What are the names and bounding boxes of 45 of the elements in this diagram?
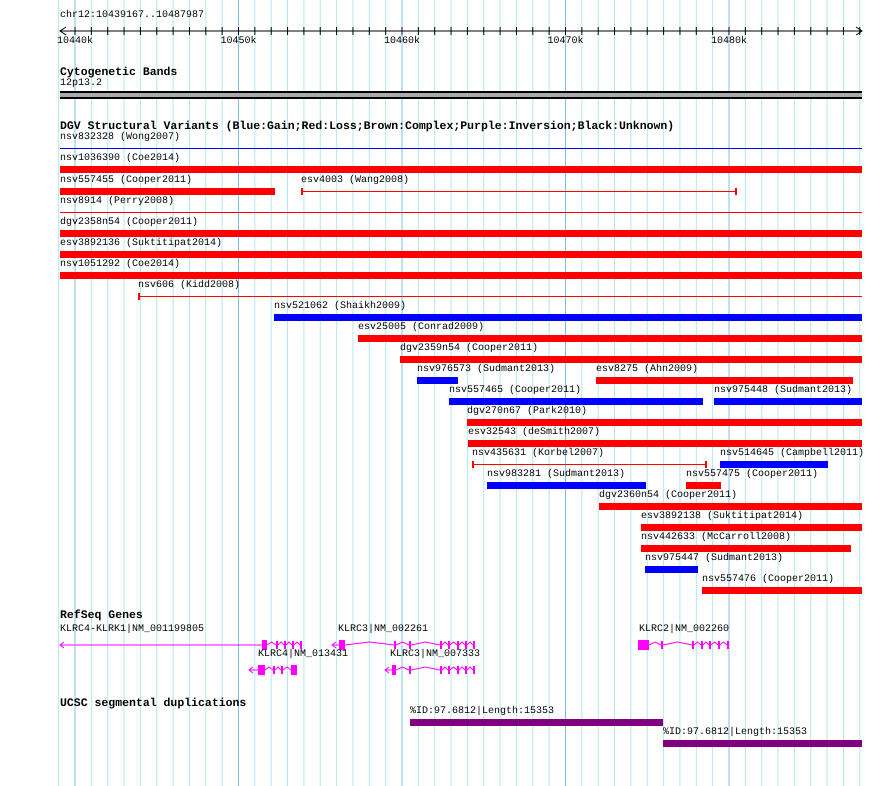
feature-label: dgv2358n54 (Cooper2011): [60, 217, 198, 228]
feature-label: nsv832328 (Wong2007): [60, 132, 180, 143]
feature-label: esv3892136 (Suktitipat2014): [60, 238, 222, 249]
feature-label: esv32543 (deSmith2007): [468, 427, 600, 438]
gene-label: KLRC4|NM_013431: [257, 649, 348, 660]
gene-label: KLRC4-KLRK1|NM_001199805: [60, 624, 204, 635]
feature-label: nsv557465 (Cooper2011): [449, 385, 582, 396]
feature-label: esv4003 (Wang2008): [301, 175, 410, 186]
feature-label: nsv976573 (Sudmant2013): [417, 364, 556, 375]
feature-label: nsv557475 (Cooper2011): [686, 469, 818, 480]
feature-label: esv3892138 (Suktitipat2014): [641, 511, 804, 522]
tick-label: 10470k: [548, 36, 584, 48]
feature-label: nsv442633 (McCarroll2008): [641, 532, 792, 543]
feature-label: %ID:97.6812|Length:15353: [663, 727, 808, 738]
gene-label: KLRC3|NM_002261: [337, 624, 428, 635]
feature-label: nsv557455 (Cooper2011): [60, 175, 192, 186]
feature-label: dgv270n67 (Park2010): [467, 406, 588, 417]
feature-label: nsv514645 (Campbell2011): [720, 448, 864, 459]
feature-label: nsv1036390 (Coe2014): [60, 153, 180, 164]
feature-label: nsv606 (Kidd2008): [138, 280, 240, 291]
feature-label: nsv983281 (Sudmant2013): [487, 469, 626, 480]
region-label: chr12:10439167..10487987: [60, 10, 204, 22]
tick-label: 10450k: [220, 36, 256, 48]
feature-label: %ID:97.6812|Length:15353: [410, 706, 554, 717]
feature-label: nsv975448 (Sudmant2013): [714, 385, 852, 396]
feature-label: esv8275 (Ahn2009): [596, 364, 698, 375]
gene-label: KLRC2|NM_002260: [638, 624, 730, 635]
track-title: DGV Structural Variants (Blue:Gain;Red:Loss;Brown:Complex;Purple:Inversion;Black:Unknown): [60, 120, 674, 133]
feature-label: nsv975447 (Sudmant2013): [645, 553, 784, 564]
tick-label: 10440k: [57, 36, 93, 48]
feature-label: nsv8914 (Perry2008): [60, 196, 174, 207]
track-title: RefSeq Genes: [60, 609, 143, 622]
track-title: UCSC segmental duplications: [60, 697, 246, 710]
tick-label: 10460k: [384, 36, 420, 48]
feature-label: dgv2360n54 (Cooper2011): [599, 490, 738, 501]
feature-label: nsv521062 (Shaikh2009): [274, 301, 406, 312]
band-label: 12p13.2: [60, 78, 102, 89]
feature-label: nsv557476 (Cooper2011): [702, 574, 834, 585]
feature-label: nsv435631 (Korbel2007): [472, 448, 604, 459]
feature-label: nsv1051292 (Coe2014): [60, 259, 180, 270]
gene-label: KLRC3|NM_007333: [389, 649, 480, 660]
feature-label: dgv2359n54 (Cooper2011): [400, 343, 538, 354]
feature-label: esv25005 (Conrad2009): [358, 322, 484, 333]
track-title: Cytogenetic Bands: [60, 66, 178, 79]
tick-label: 10480k: [711, 36, 747, 48]
